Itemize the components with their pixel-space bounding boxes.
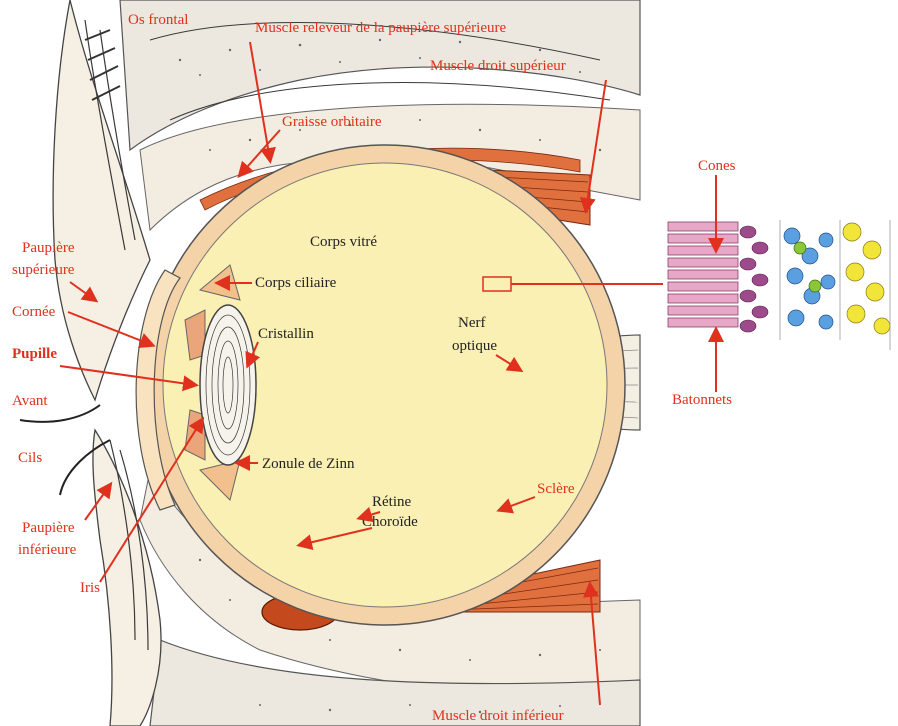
label-paupiere-inferieure-1: Paupière [22,520,75,536]
label-graisse-orbitaire: Graisse orbitaire [282,114,382,130]
label-nerf-optique-2: optique [452,338,497,354]
label-paupiere-inferieure-2: inférieure [18,542,77,558]
label-cils: Cils [18,450,42,466]
retina-cell-inset [663,215,898,350]
label-pupille: Pupille [12,346,57,362]
label-corps-ciliaire: Corps ciliaire [255,275,337,291]
label-corps-vitre: Corps vitré [310,234,377,250]
label-nerf-optique-1: Nerf [458,315,485,331]
label-cornee: Cornée [12,304,56,320]
label-sclere: Sclère [537,481,575,497]
label-paupiere-superieure-2: supérieure [12,262,75,278]
label-batonnets: Batonnets [672,392,732,408]
label-muscle-droit-superieur: Muscle droit supérieur [430,58,566,74]
lens [200,305,256,465]
label-iris: Iris [80,580,100,596]
label-zonule-de-zinn: Zonule de Zinn [262,456,355,472]
label-muscle-releveur: Muscle releveur de la paupière supérieur… [255,20,506,36]
label-cristallin: Cristallin [258,326,314,342]
label-cones: Cones [698,158,736,174]
label-muscle-droit-inferieur: Muscle droit inférieur [432,708,564,724]
label-retine: Rétine [372,494,411,510]
label-paupiere-superieure-1: Paupière [22,240,75,256]
label-avant: Avant [12,393,48,409]
label-os-frontal: Os frontal [128,12,188,28]
